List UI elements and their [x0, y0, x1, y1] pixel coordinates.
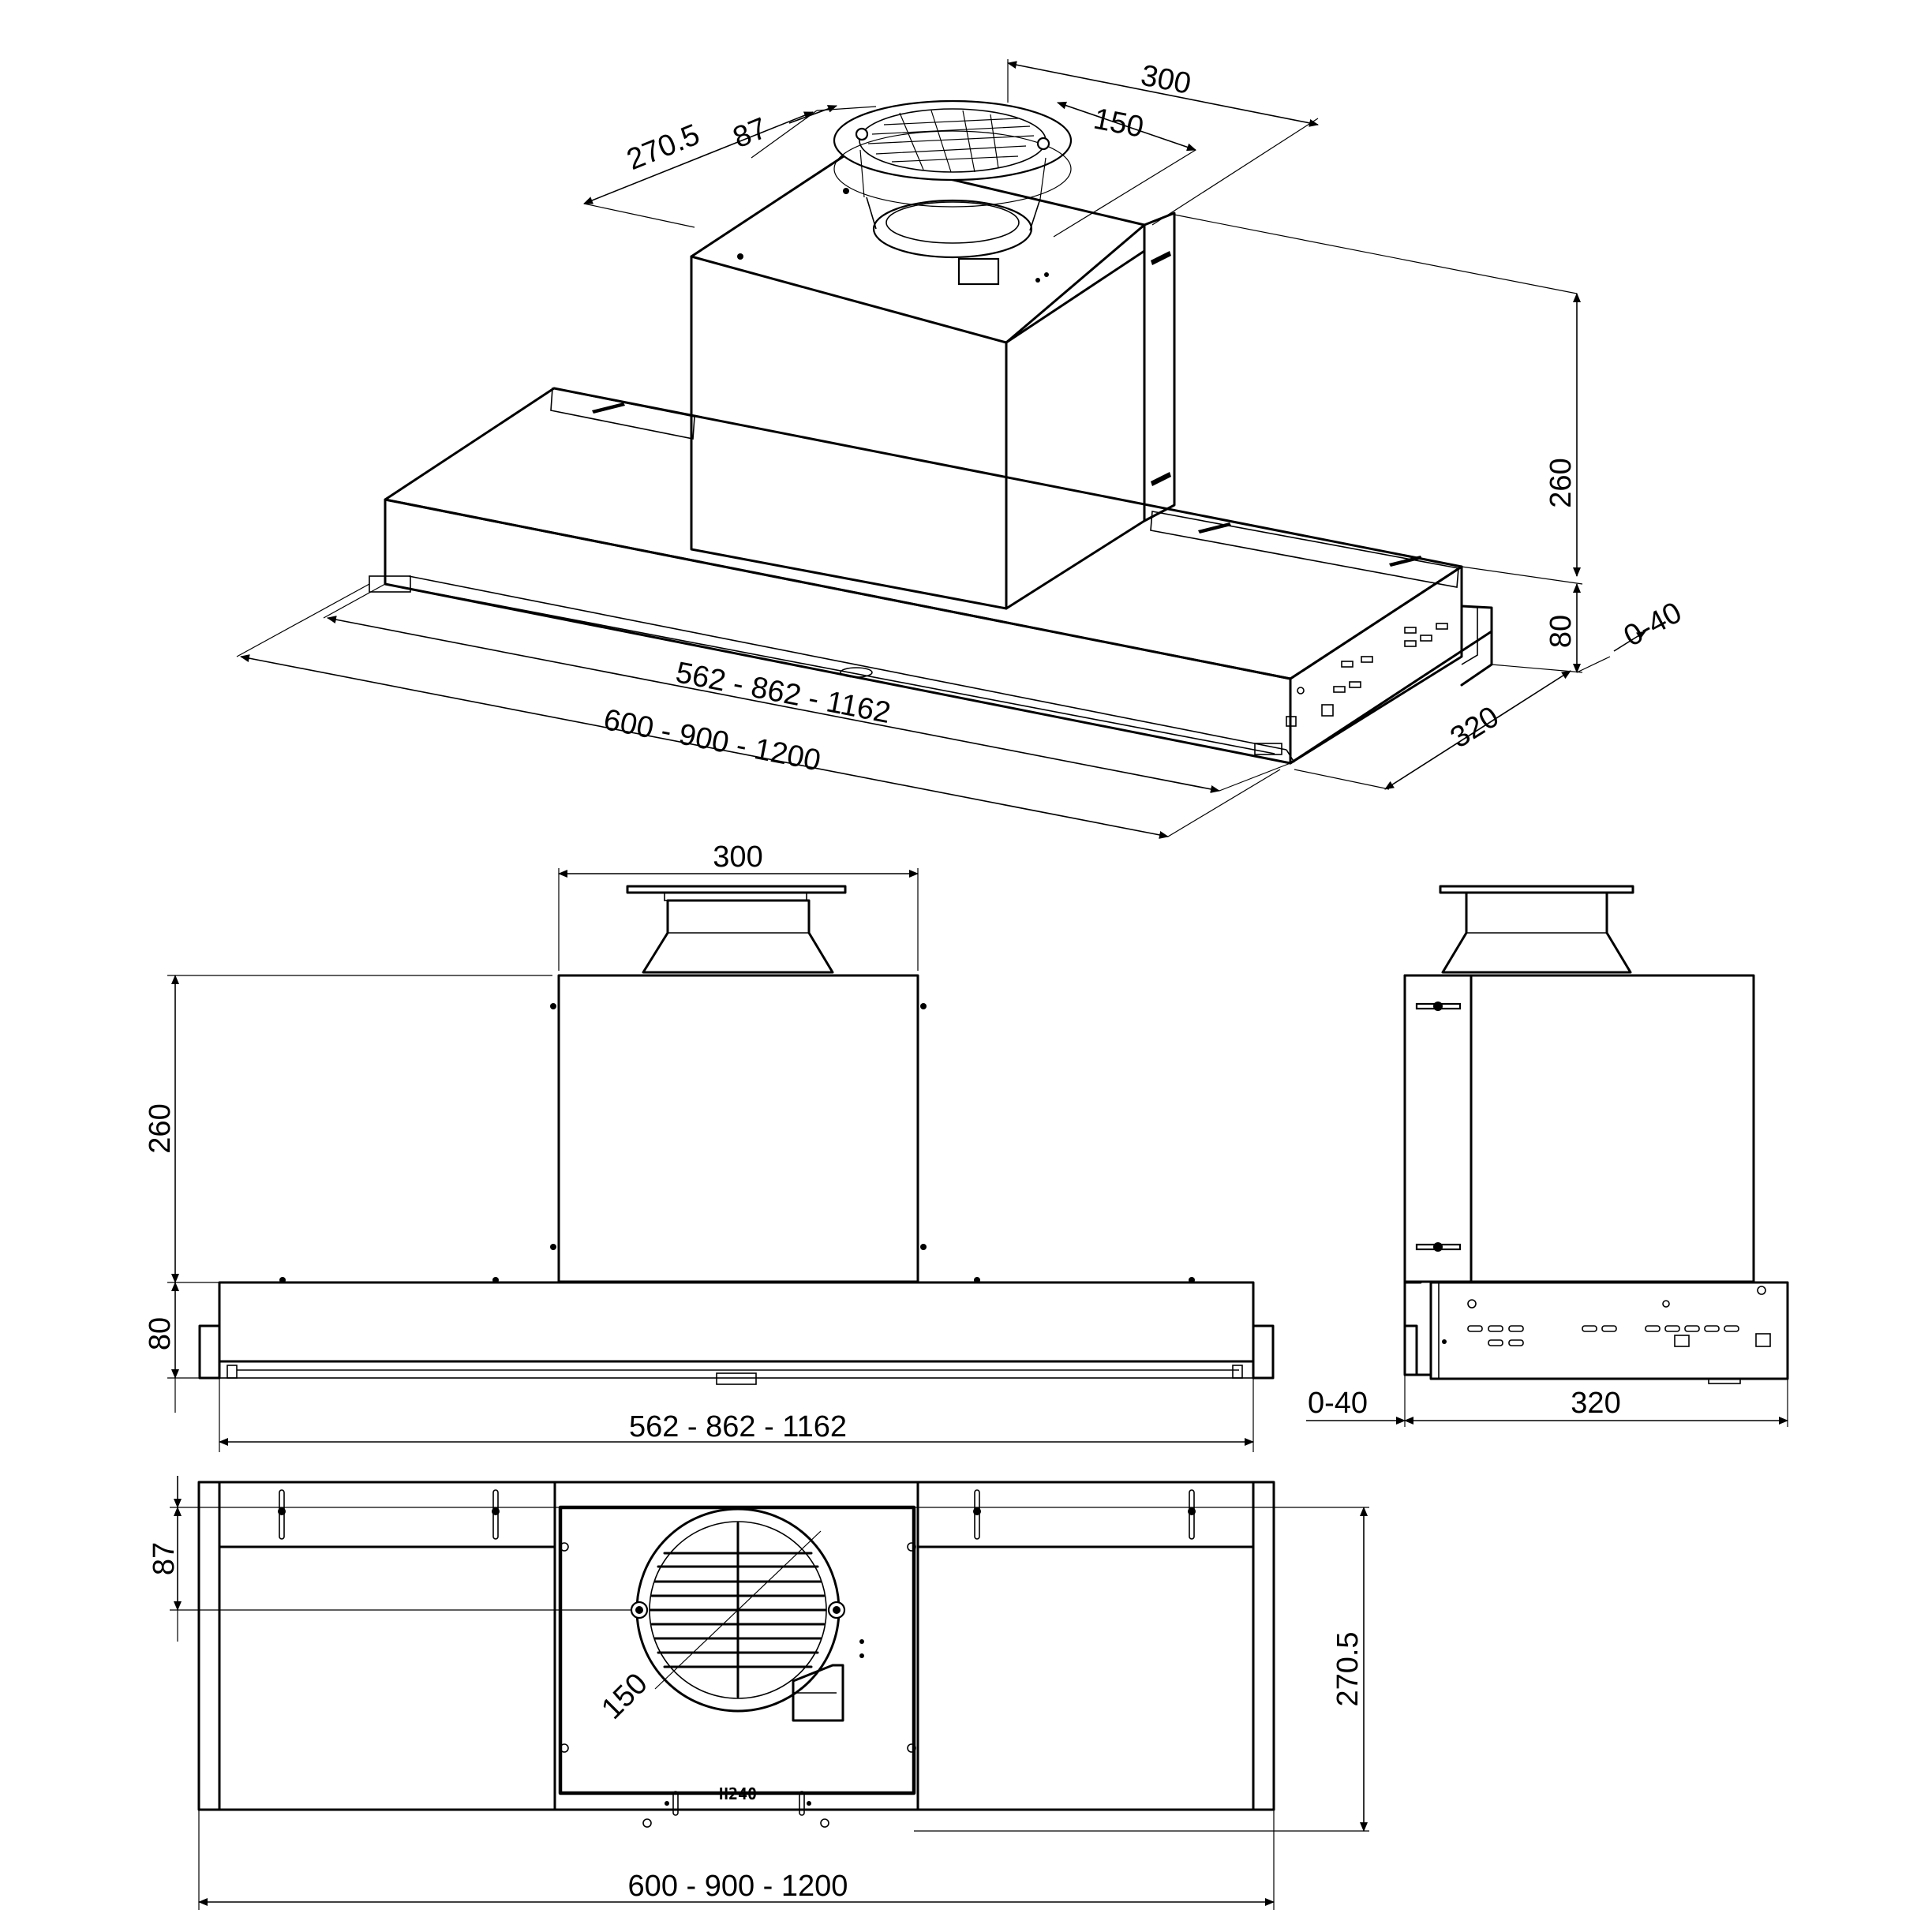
dim-iso-outlet-width: 300 [1138, 59, 1193, 101]
dim-iso-depth-offset: 270.5 [623, 118, 705, 178]
side-outlet-flange [1439, 885, 1634, 894]
dim-front-chimney-height: 260 [144, 1103, 177, 1153]
front-underside [219, 1361, 1254, 1379]
side-outlet-collar [1441, 891, 1632, 974]
bottom-bracket-slots [278, 1489, 1196, 1540]
front-outlet-collar [642, 899, 834, 974]
side-rail [1403, 1281, 1432, 1376]
hood-body-side [1289, 565, 1463, 765]
outlet-grille [833, 99, 1073, 208]
bottom-outline [197, 1481, 1275, 1811]
front-chimney [557, 974, 919, 1283]
bottom-view [170, 1476, 1369, 1910]
dim-front-inner-width: 562 - 862 - 1162 [629, 1410, 847, 1443]
chimney-bracket-slot-top [1151, 251, 1171, 265]
dim-iso-outer-width: 600 - 900 - 1200 [601, 703, 823, 777]
chimney-bracket [1143, 212, 1176, 522]
isometric-view [236, 59, 1646, 839]
dim-iso-body-height: 80 [1544, 615, 1578, 648]
dim-iso-chimney-height: 260 [1544, 458, 1578, 507]
dim-front-body-height: 80 [144, 1317, 177, 1350]
dim-side-depth: 320 [1571, 1387, 1620, 1420]
hood-body-top [384, 387, 1463, 680]
chimney-side [1005, 249, 1146, 610]
front-outlet-flange [626, 885, 847, 894]
side-view [1306, 885, 1789, 1427]
dim-front-outlet-width: 300 [713, 841, 762, 874]
chimney-screw-2 [737, 253, 743, 260]
dim-bottom-outlet-diameter: 150 [595, 1667, 654, 1726]
hood-foot-right [1254, 743, 1282, 755]
side-chimney-bracket [1403, 974, 1473, 1283]
bottom-chimney-plate [558, 1505, 916, 1795]
dim-iso-inner-width: 562 - 862 - 1162 [673, 656, 893, 730]
side-chimney [1403, 974, 1755, 1283]
top-bracket-left [550, 388, 695, 440]
bottom-junction-box [792, 1664, 844, 1722]
bottom-bracket-left [218, 1481, 556, 1548]
side-body-holes [1442, 1286, 1771, 1347]
dim-bottom-front-offset: 87 [148, 1542, 181, 1575]
iso-dimension-lines [236, 59, 1646, 839]
dim-bottom-outer-width: 600 - 900 - 1200 [628, 1870, 848, 1903]
bottom-chimney-frame [553, 1481, 919, 1811]
plate-tag: H240 [719, 1784, 757, 1803]
dim-iso-outlet-diameter: 150 [1091, 103, 1146, 144]
chimney-front [690, 255, 1008, 610]
top-bracket-right [1150, 511, 1459, 588]
front-rail-right [1252, 1324, 1275, 1380]
side-holes [1286, 623, 1448, 727]
front-view [167, 868, 1275, 1452]
bracket-slot-2 [1198, 522, 1231, 534]
front-light [716, 1372, 757, 1385]
chimney-bracket-slot-bottom [1151, 472, 1171, 486]
bracket-slot-3 [1389, 556, 1422, 567]
bottom-bracket-right [916, 1481, 1255, 1548]
dim-iso-depth: 320 [1445, 700, 1505, 754]
hood-light [840, 667, 873, 678]
dim-iso-front-offset: 87 [728, 111, 772, 155]
chimney-screw [843, 188, 849, 194]
front-body [218, 1281, 1255, 1363]
dim-side-gap: 0-40 [1308, 1387, 1368, 1420]
bracket-slot-1 [592, 402, 625, 414]
side-rail-bracket [1461, 605, 1478, 665]
dim-bottom-depth-offset: 270.5 [1331, 1631, 1365, 1706]
outlet-collar [866, 197, 1049, 286]
bottom-grille [630, 1507, 846, 1713]
dim-iso-side-gap: 0-40 [1619, 596, 1687, 653]
side-body [1429, 1281, 1789, 1380]
front-rail-left [198, 1324, 221, 1380]
chimney-top [690, 153, 1146, 344]
